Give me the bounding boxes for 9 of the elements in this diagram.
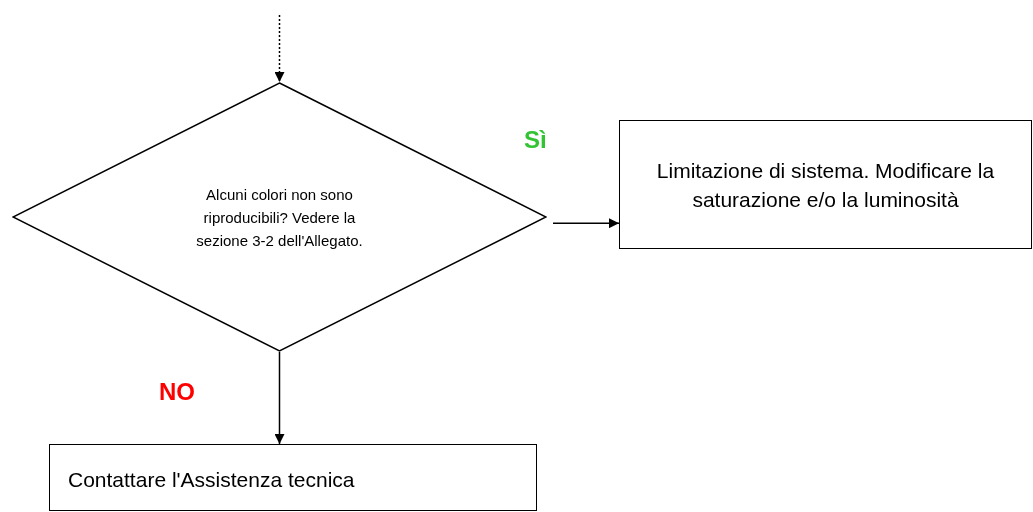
decision-diamond xyxy=(12,82,547,352)
arrow xyxy=(274,14,285,83)
process-text: Limitazione di sistema. Modificare la saturazione e/o la luminosità xyxy=(655,157,996,213)
arrow xyxy=(274,351,285,445)
arrow xyxy=(552,218,620,229)
question-text: Alcuni colori non sono riproducibili? Vedere la sezione 3-2 dell'Allegato. xyxy=(195,184,364,251)
process-text: Contattare l'Assistenza tecnica xyxy=(68,467,355,493)
process-box xyxy=(49,444,537,511)
process-box xyxy=(619,120,1032,249)
